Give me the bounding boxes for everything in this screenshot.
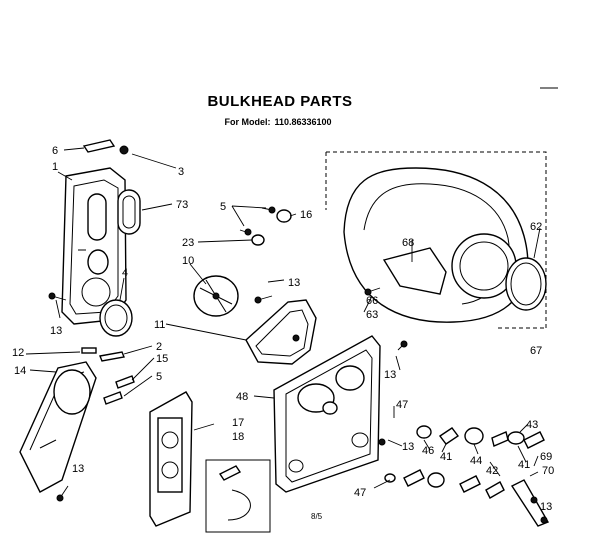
drum-group xyxy=(325,151,547,329)
callout-67: 67 xyxy=(530,345,542,357)
callout-13-center: 13 xyxy=(288,277,300,289)
callout-47-upper: 47 xyxy=(396,399,408,411)
callout-11: 11 xyxy=(154,319,165,331)
seal-part xyxy=(117,189,141,235)
roller-hardware-row xyxy=(384,425,550,527)
callout-4: 4 xyxy=(122,267,128,279)
callout-23: 23 xyxy=(182,237,194,249)
small-hardware-left xyxy=(81,347,135,405)
callout-62: 62 xyxy=(530,221,542,233)
callout-14: 14 xyxy=(14,365,26,377)
drum-seal-part xyxy=(505,257,547,311)
callout-5-upper: 5 xyxy=(220,201,226,213)
model-prefix: For Model: xyxy=(224,117,271,127)
callout-1: 1 xyxy=(52,161,58,173)
callout-16: 16 xyxy=(300,209,312,221)
screw-left-part xyxy=(48,292,67,301)
callout-2: 2 xyxy=(156,341,162,353)
callout-13-rear: 13 xyxy=(384,369,396,381)
screws-bottom-right xyxy=(378,438,548,524)
callout-3: 3 xyxy=(178,166,184,178)
drum-screw xyxy=(364,287,381,296)
callout-12: 12 xyxy=(12,347,24,359)
callout-10: 10 xyxy=(182,255,194,267)
callout-63: 63 xyxy=(366,309,378,321)
rear-bulkhead-part xyxy=(273,335,381,493)
callout-68: 68 xyxy=(402,237,414,249)
callout-13-bottom-right: 13 xyxy=(540,501,552,513)
callout-13-left: 13 xyxy=(50,325,62,337)
callout-41-right: 41 xyxy=(518,459,530,471)
callout-13-bottom-left: 13 xyxy=(72,463,84,475)
callout-73: 73 xyxy=(176,199,188,211)
callout-15: 15 xyxy=(156,353,168,365)
callout-5-lower: 5 xyxy=(156,371,162,383)
ring-part xyxy=(99,299,133,337)
screw-center xyxy=(254,295,273,304)
blower-wheel-part xyxy=(193,275,239,317)
callout-13-right: 13 xyxy=(402,441,414,453)
callout-70: 70 xyxy=(542,465,554,477)
screw-part xyxy=(119,145,129,155)
leader-lines xyxy=(25,147,541,489)
duct-part xyxy=(19,361,97,493)
callout-47-lower: 47 xyxy=(354,487,366,499)
blower-housing-part xyxy=(245,299,317,365)
callout-18: 18 xyxy=(232,431,244,443)
callout-41-left: 41 xyxy=(440,451,452,463)
callout-44: 44 xyxy=(470,455,482,467)
callout-17: 17 xyxy=(232,417,244,429)
model-number: 110.86336100 xyxy=(274,117,332,127)
callout-69: 69 xyxy=(540,451,552,463)
front-panel-part xyxy=(61,167,127,325)
callout-43: 43 xyxy=(526,419,538,431)
wire-harness-box xyxy=(205,459,271,533)
callout-labels: 1 6 3 73 4 13 12 14 2 15 5 13 5 16 23 10… xyxy=(12,145,554,513)
bracket-part xyxy=(149,391,193,527)
screw-rear-top xyxy=(397,340,408,351)
model-line: For Model:110.86336100 xyxy=(0,117,560,127)
callout-48: 48 xyxy=(236,391,248,403)
diagram-title: BULKHEAD PARTS xyxy=(207,93,353,110)
callout-46: 46 xyxy=(422,445,434,457)
callout-42: 42 xyxy=(486,465,498,477)
slider-part xyxy=(82,139,116,153)
hardware-top-center xyxy=(239,206,292,246)
screw-bottom-left xyxy=(56,485,69,502)
callout-6: 6 xyxy=(52,145,58,157)
page-number: 8/5 xyxy=(311,512,323,521)
callout-66: 66 xyxy=(366,295,378,307)
